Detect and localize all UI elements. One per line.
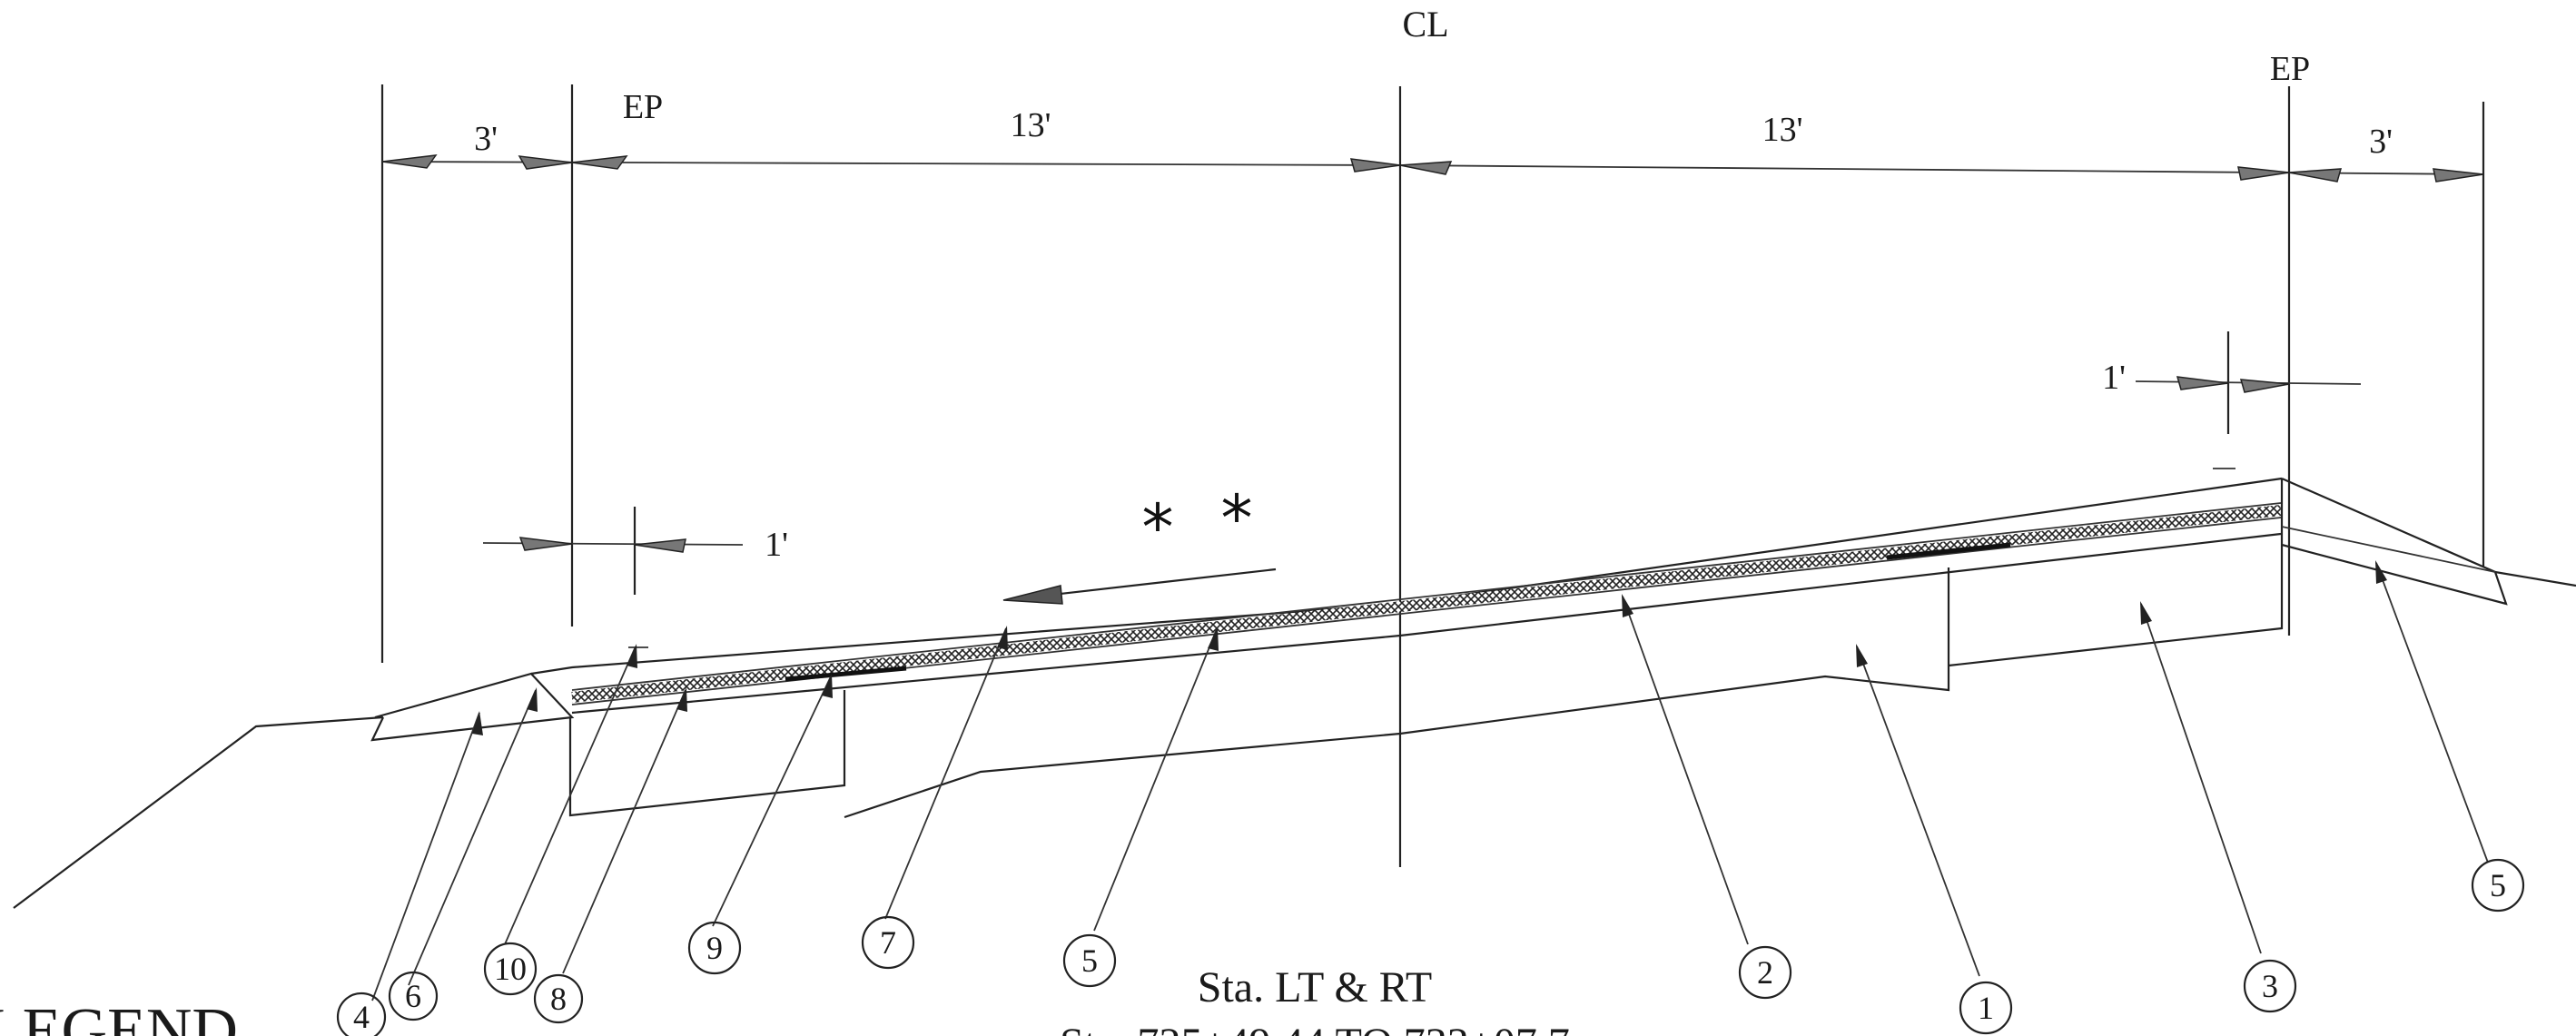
star-marker: * xyxy=(1221,481,1253,556)
arrowhead xyxy=(2288,168,2343,183)
arrowhead xyxy=(1399,161,1453,175)
right-lane-dimension: 13' xyxy=(1762,111,1803,149)
roadway-cross-section xyxy=(13,468,2576,909)
svg-text:10: 10 xyxy=(494,951,527,987)
arrowhead xyxy=(518,155,573,170)
callout-3: 3 xyxy=(2243,959,2297,1013)
callout-numbers: 4 6 10 8 9 7 5 2 xyxy=(336,858,2525,1036)
callout-7: 7 xyxy=(861,915,915,970)
centerline-label: CL xyxy=(1402,4,1448,44)
extension-lines xyxy=(380,84,2485,867)
callout-5-left: 5 xyxy=(1062,933,1117,988)
right-offset-dimension: 1' xyxy=(2102,331,2362,434)
svg-text:8: 8 xyxy=(550,981,567,1017)
arrowhead xyxy=(571,155,628,170)
callout-2: 2 xyxy=(1738,945,1792,1000)
edge-of-pavement-right-label: EP xyxy=(2270,50,2310,88)
callout-8: 8 xyxy=(533,973,584,1024)
left-offset-dimension: 1' xyxy=(482,507,788,595)
left-ground-line xyxy=(13,715,384,909)
svg-text:1: 1 xyxy=(1978,990,1994,1026)
left-excavation xyxy=(568,690,846,817)
subgrade-left xyxy=(844,732,1401,819)
svg-text:2: 2 xyxy=(1757,954,1773,991)
star-marker: * xyxy=(1142,490,1174,565)
callout-4: 4 xyxy=(336,992,387,1036)
subgrade-center xyxy=(1399,567,1950,735)
geotextile-right xyxy=(1886,542,2011,560)
callout-6: 6 xyxy=(388,971,439,1021)
arrowhead xyxy=(2237,166,2290,181)
svg-text:4: 4 xyxy=(353,999,370,1035)
svg-text:9: 9 xyxy=(706,930,723,966)
edge-of-pavement-left-label: EP xyxy=(623,88,663,126)
arrowhead xyxy=(2433,168,2484,183)
left-lane-dimension: 13' xyxy=(1011,106,1051,144)
right-shoulder-dimension: 3' xyxy=(2369,123,2393,161)
slope-direction-arrow xyxy=(1002,567,1277,605)
svg-text:6: 6 xyxy=(405,978,421,1014)
callout-1: 1 xyxy=(1959,981,2013,1035)
right-excavation xyxy=(1948,479,2284,667)
svg-text:5: 5 xyxy=(1081,942,1098,979)
left-shoulder-dimension: 3' xyxy=(474,120,498,158)
arrowhead xyxy=(1349,158,1401,173)
right-ground-line xyxy=(2494,570,2576,587)
svg-text:1': 1' xyxy=(765,526,788,564)
svg-text:3: 3 xyxy=(2262,968,2278,1004)
callout-9: 9 xyxy=(687,921,742,975)
station-range-label: Sta. 725+49.44 TO 733+07.7 xyxy=(1060,1020,1570,1036)
legend-title: LEGEND xyxy=(0,996,238,1036)
callout-5-right: 5 xyxy=(2471,858,2525,913)
right-shoulder xyxy=(2281,477,2508,606)
arrowhead xyxy=(381,154,438,169)
station-side-label: Sta. LT & RT xyxy=(1198,963,1433,1011)
callout-10: 10 xyxy=(483,942,538,996)
base-course-line xyxy=(571,532,2282,715)
svg-text:5: 5 xyxy=(2490,867,2506,903)
left-shoulder xyxy=(370,672,575,742)
pavement-surface xyxy=(530,477,2283,676)
callout-leaders xyxy=(371,560,2489,1001)
hatched-asphalt-layer xyxy=(571,505,2282,703)
top-dimension-line xyxy=(381,154,2484,183)
svg-text:7: 7 xyxy=(880,924,896,961)
geotextile-left xyxy=(785,666,907,682)
svg-text:1': 1' xyxy=(2102,359,2126,397)
